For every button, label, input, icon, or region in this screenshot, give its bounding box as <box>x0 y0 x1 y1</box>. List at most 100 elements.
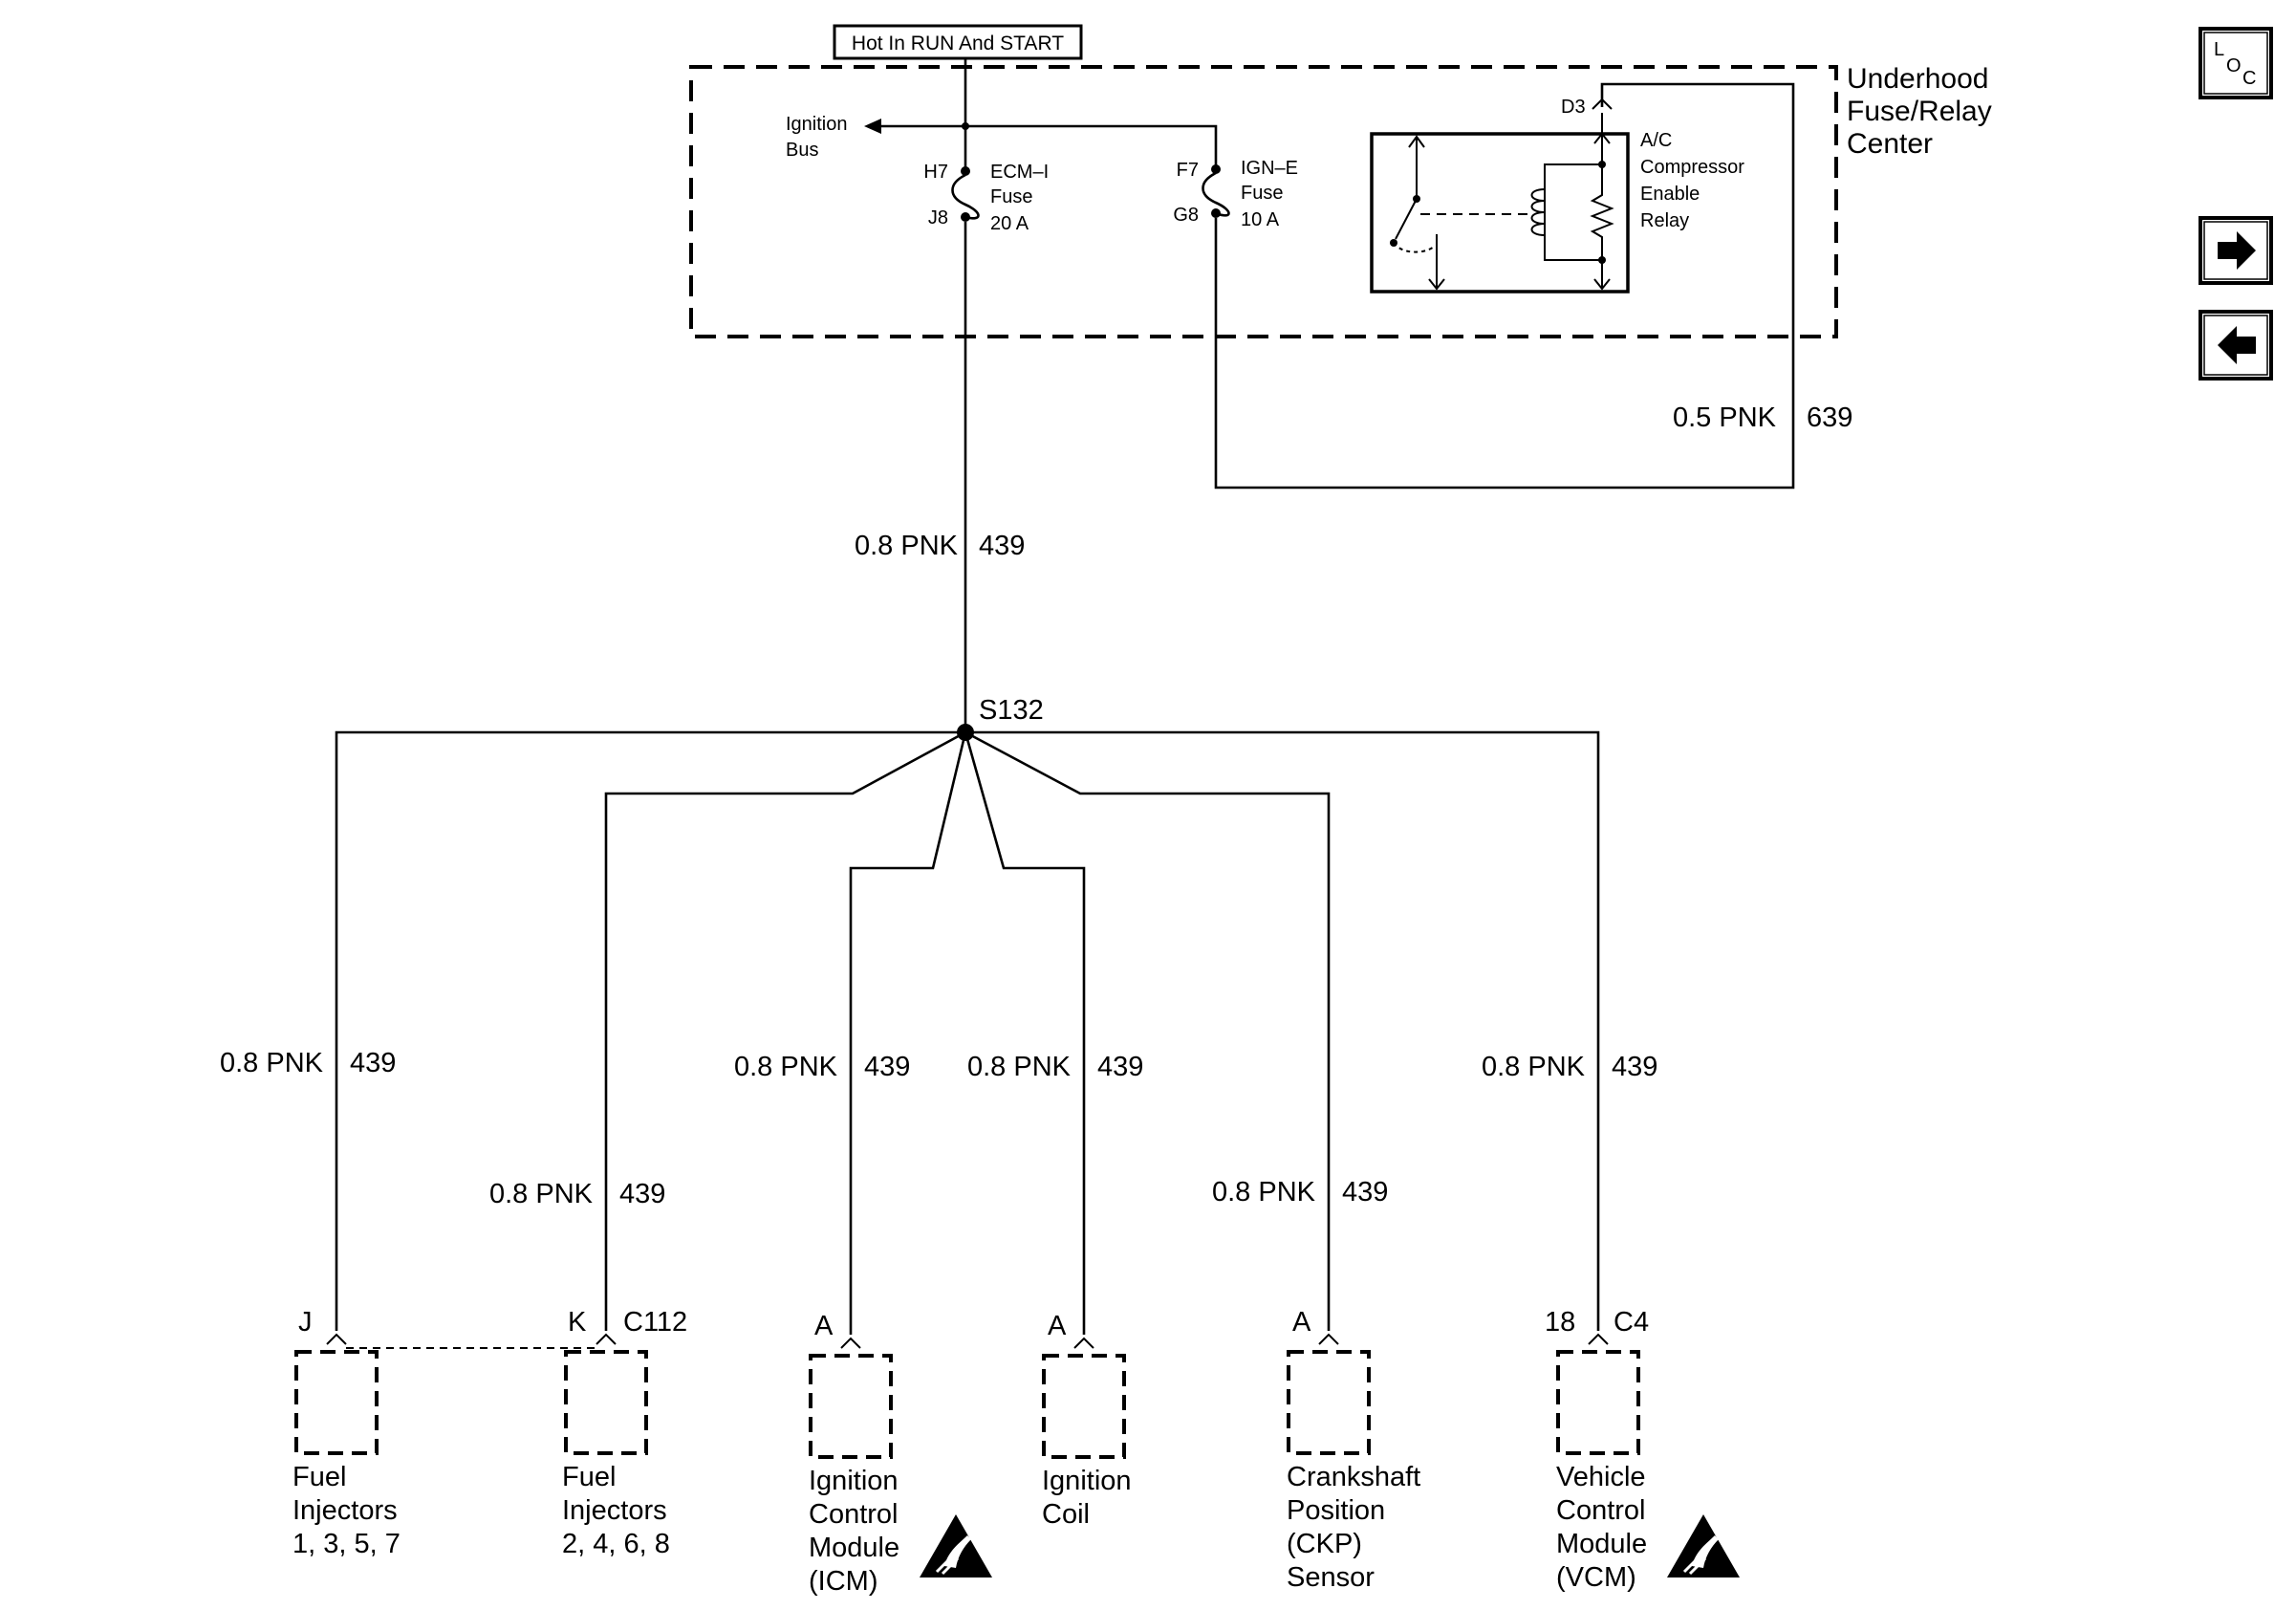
esd-warning-icon <box>920 1514 992 1577</box>
splice-s132: S132 <box>957 695 1044 741</box>
branch-wire <box>964 730 1331 1331</box>
svg-text:Position: Position <box>1287 1495 1385 1526</box>
pin-label: K <box>568 1307 587 1338</box>
relay-pin: D3 <box>1561 97 1586 118</box>
fuse-relay-center-outline <box>689 65 1838 338</box>
svg-text:Control: Control <box>1556 1495 1646 1526</box>
relay-feed-wire <box>1214 82 1795 490</box>
branch-circuit: 439 <box>619 1179 665 1209</box>
component-name: Fuel Injectors 2, 4, 6, 8 <box>562 1462 670 1559</box>
branch-wire <box>964 731 1086 1335</box>
connector-label: C112 <box>623 1307 687 1338</box>
branch-circuit: 439 <box>1097 1052 1143 1082</box>
branch-wire <box>335 730 965 1331</box>
svg-text:Injectors: Injectors <box>562 1495 667 1526</box>
svg-text:Fuse: Fuse <box>990 186 1032 207</box>
svg-text:C: C <box>2242 68 2256 89</box>
svg-text:Center: Center <box>1847 128 1933 160</box>
component-box-ignition-coil <box>1042 1354 1126 1459</box>
svg-text:(CKP): (CKP) <box>1287 1529 1362 1559</box>
svg-text:Fuel: Fuel <box>292 1462 346 1492</box>
svg-text:Vehicle: Vehicle <box>1556 1462 1646 1492</box>
svg-text:IGN–E: IGN–E <box>1241 158 1298 179</box>
component-box-icm <box>809 1354 893 1459</box>
ac-compressor-relay: D3 A/C Compressor Enable Relay <box>1370 97 1744 294</box>
ecm-fuse-in-pin: H7 <box>923 162 948 183</box>
component-name: Crankshaft Position (CKP) Sensor <box>1287 1462 1420 1593</box>
svg-text:Enable: Enable <box>1640 184 1700 205</box>
ignition-bus: Ignition Bus <box>786 114 969 161</box>
pin-label: A <box>1048 1311 1067 1341</box>
branch-gauge: 0.8 PNK <box>220 1048 324 1078</box>
branch-gauge: 0.8 PNK <box>967 1052 1072 1082</box>
pin-label: A <box>814 1311 834 1341</box>
ign-fuse-out-pin: G8 <box>1173 205 1199 226</box>
svg-text:A/C: A/C <box>1640 130 1672 151</box>
svg-text:Module: Module <box>1556 1529 1647 1559</box>
ecm-i-fuse: H7 J8 ECM–I Fuse 20 A <box>923 126 1049 234</box>
pin-label: 18 <box>1545 1307 1575 1338</box>
ign-e-fuse: F7 G8 IGN–E Fuse 10 A <box>1173 158 1298 230</box>
svg-text:Underhood: Underhood <box>1847 63 1988 95</box>
svg-text:Compressor: Compressor <box>1640 157 1744 178</box>
branch-gauge: 0.8 PNK <box>1212 1177 1316 1208</box>
svg-text:Ignition: Ignition <box>809 1466 899 1496</box>
svg-text:Fuse: Fuse <box>1241 183 1283 204</box>
svg-text:Bus: Bus <box>786 140 818 161</box>
svg-text:Control: Control <box>809 1499 899 1530</box>
svg-text:Relay: Relay <box>1640 210 1689 231</box>
svg-text:O: O <box>2226 55 2242 76</box>
arrow-right-icon[interactable] <box>2199 216 2273 285</box>
power-source: Hot In RUN And START <box>833 24 1083 60</box>
main-wire-gauge: 0.8 PNK <box>855 531 959 561</box>
svg-text:ECM–I: ECM–I <box>990 162 1049 183</box>
branch-circuit: 439 <box>350 1048 396 1078</box>
svg-text:20 A: 20 A <box>990 213 1029 234</box>
svg-text:2, 4, 6, 8: 2, 4, 6, 8 <box>562 1529 670 1559</box>
component-box-fuel-injectors-2468 <box>564 1350 648 1455</box>
branch-circuit: 439 <box>864 1052 910 1082</box>
svg-text:Fuel: Fuel <box>562 1462 616 1492</box>
svg-text:1, 3, 5, 7: 1, 3, 5, 7 <box>292 1529 401 1559</box>
arrow-left-icon[interactable] <box>2199 310 2273 381</box>
splice-label: S132 <box>979 695 1044 726</box>
pin-label: A <box>1292 1307 1311 1338</box>
branch-gauge: 0.8 PNK <box>489 1179 594 1209</box>
ecm-fuse-out-pin: J8 <box>928 207 948 228</box>
svg-text:(VCM): (VCM) <box>1556 1562 1636 1593</box>
svg-text:Injectors: Injectors <box>292 1495 398 1526</box>
pin-label: J <box>298 1307 313 1338</box>
svg-text:Fuse/Relay: Fuse/Relay <box>1847 96 1992 127</box>
connector-label: C4 <box>1614 1307 1649 1338</box>
component-name: Ignition Coil <box>1042 1466 1132 1530</box>
svg-text:Crankshaft: Crankshaft <box>1287 1462 1420 1492</box>
svg-text:Sensor: Sensor <box>1287 1562 1375 1593</box>
branch-gauge: 0.8 PNK <box>1482 1052 1586 1082</box>
svg-text:L: L <box>2214 39 2224 60</box>
component-box-ckp-sensor <box>1287 1350 1371 1455</box>
fuse-relay-center-title: Underhood Fuse/Relay Center <box>1847 63 1992 160</box>
component-name: Fuel Injectors 1, 3, 5, 7 <box>292 1462 401 1559</box>
svg-text:Ignition: Ignition <box>1042 1466 1132 1496</box>
branch-wire <box>849 731 967 1335</box>
svg-text:Ignition: Ignition <box>786 114 848 135</box>
svg-text:10 A: 10 A <box>1241 209 1280 230</box>
relay-feed-gauge: 0.5 PNK <box>1673 402 1777 433</box>
component-box-vcm <box>1556 1350 1640 1455</box>
svg-text:(ICM): (ICM) <box>809 1566 877 1597</box>
main-wire-circuit: 439 <box>979 531 1025 561</box>
esd-warning-icon <box>1667 1514 1740 1577</box>
component-name: Ignition Control Module (ICM) <box>809 1466 899 1597</box>
svg-text:Module: Module <box>809 1533 899 1563</box>
relay-feed-circuit: 639 <box>1807 402 1852 433</box>
svg-text:Coil: Coil <box>1042 1499 1090 1530</box>
component-box-fuel-injectors-1357 <box>294 1350 379 1455</box>
branch-wire <box>965 730 1600 1331</box>
ign-fuse-in-pin: F7 <box>1177 160 1199 181</box>
branch-circuit: 439 <box>1342 1177 1388 1208</box>
loc-icon[interactable]: L O C <box>2199 27 2273 99</box>
branch-circuit: 439 <box>1612 1052 1657 1082</box>
component-name: Vehicle Control Module (VCM) <box>1556 1462 1647 1593</box>
power-source-label: Hot In RUN And START <box>852 33 1064 54</box>
